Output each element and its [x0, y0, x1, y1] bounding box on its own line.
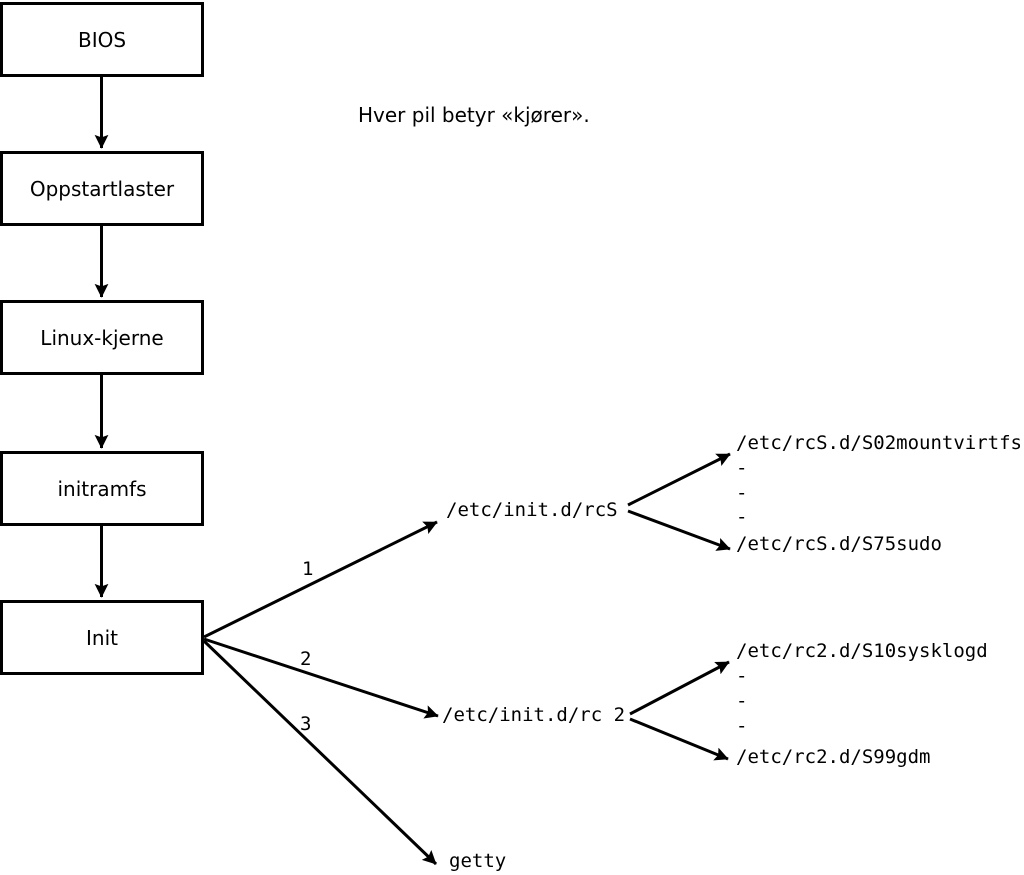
branch-number-3: 3 — [300, 713, 312, 735]
branch-number-1: 1 — [302, 558, 314, 580]
arrow-rcs-to-last-script — [627, 509, 731, 551]
box-linux-kjerne-label: Linux-kjerne — [40, 325, 164, 350]
box-initramfs: initramfs — [0, 451, 204, 526]
rc2-child-0: /etc/rc2.d/S10sysklogd — [736, 640, 988, 662]
box-oppstartlaster: Oppstartlaster — [0, 151, 204, 226]
rcs-script-label: /etc/init.d/rcS — [446, 499, 618, 521]
rc2-child-3: - — [736, 715, 748, 737]
arrow-init-to-getty — [202, 639, 438, 866]
rc2-child-1: - — [736, 665, 748, 687]
rc2-script-label: /etc/init.d/rc 2 — [442, 704, 626, 726]
box-init: Init — [0, 600, 204, 675]
note-text: Hver pil betyr «kjører». — [358, 103, 590, 127]
rc2-child-4: /etc/rc2.d/S99gdm — [736, 746, 931, 768]
box-bios-label: BIOS — [77, 27, 127, 52]
rc2-child-2: - — [736, 690, 748, 712]
rcs-child-3: - — [736, 506, 748, 528]
arrow-init-to-rc2 — [203, 637, 439, 719]
box-bios: BIOS — [0, 2, 204, 77]
box-linux-kjerne: Linux-kjerne — [0, 300, 204, 375]
arrow-rcs-to-first-script — [627, 452, 731, 507]
arrow-rc2-to-last-script — [629, 717, 729, 761]
branch-number-2: 2 — [300, 648, 312, 670]
rcs-child-4: /etc/rcS.d/S75sudo — [736, 533, 942, 555]
arrow-init-to-rcs — [203, 520, 438, 639]
box-init-label: Init — [86, 625, 118, 650]
box-oppstartlaster-label: Oppstartlaster — [29, 176, 175, 201]
rcs-child-1: - — [736, 457, 748, 479]
box-initramfs-label: initramfs — [57, 476, 147, 501]
getty-label: getty — [449, 850, 507, 872]
rcs-child-2: - — [736, 482, 748, 504]
arrow-rc2-to-first-script — [629, 660, 730, 716]
rcs-child-0: /etc/rcS.d/S02mountvirtfs — [736, 432, 1022, 454]
